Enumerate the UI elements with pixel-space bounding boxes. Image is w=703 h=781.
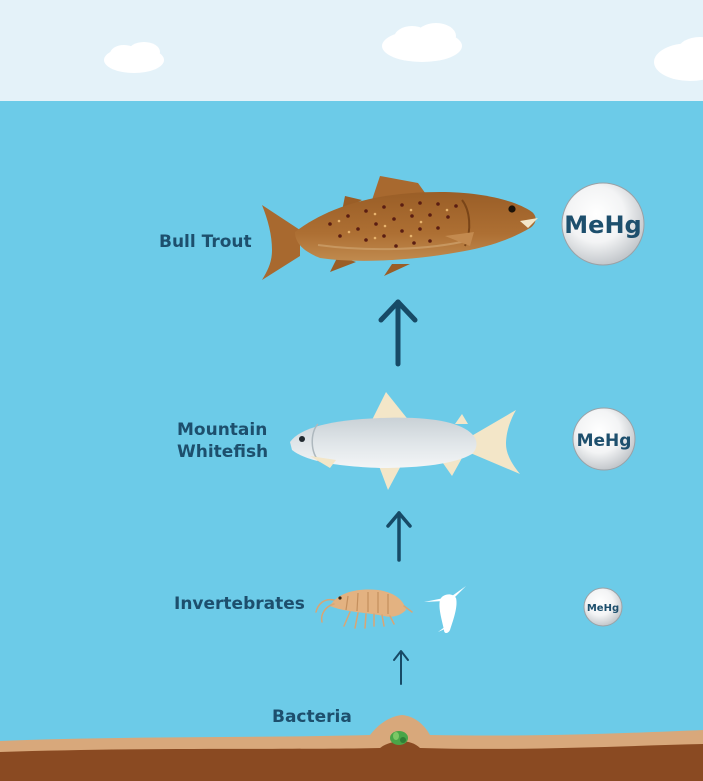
- mehg-orb-large: MeHg: [562, 183, 644, 265]
- mehg-label-small: MeHg: [587, 603, 619, 614]
- bacteria-icon: [390, 731, 408, 745]
- sky: [0, 0, 703, 101]
- label-bull-trout: Bull Trout: [159, 231, 252, 253]
- mehg-orb-medium: MeHg: [573, 408, 635, 470]
- label-mountain-whitefish: Mountain Whitefish: [177, 419, 268, 463]
- mehg-orb-small: MeHg: [584, 588, 622, 626]
- mehg-label-medium: MeHg: [577, 431, 632, 451]
- label-bacteria: Bacteria: [272, 706, 352, 728]
- mehg-label-large: MeHg: [564, 211, 641, 239]
- label-invertebrates: Invertebrates: [174, 593, 305, 615]
